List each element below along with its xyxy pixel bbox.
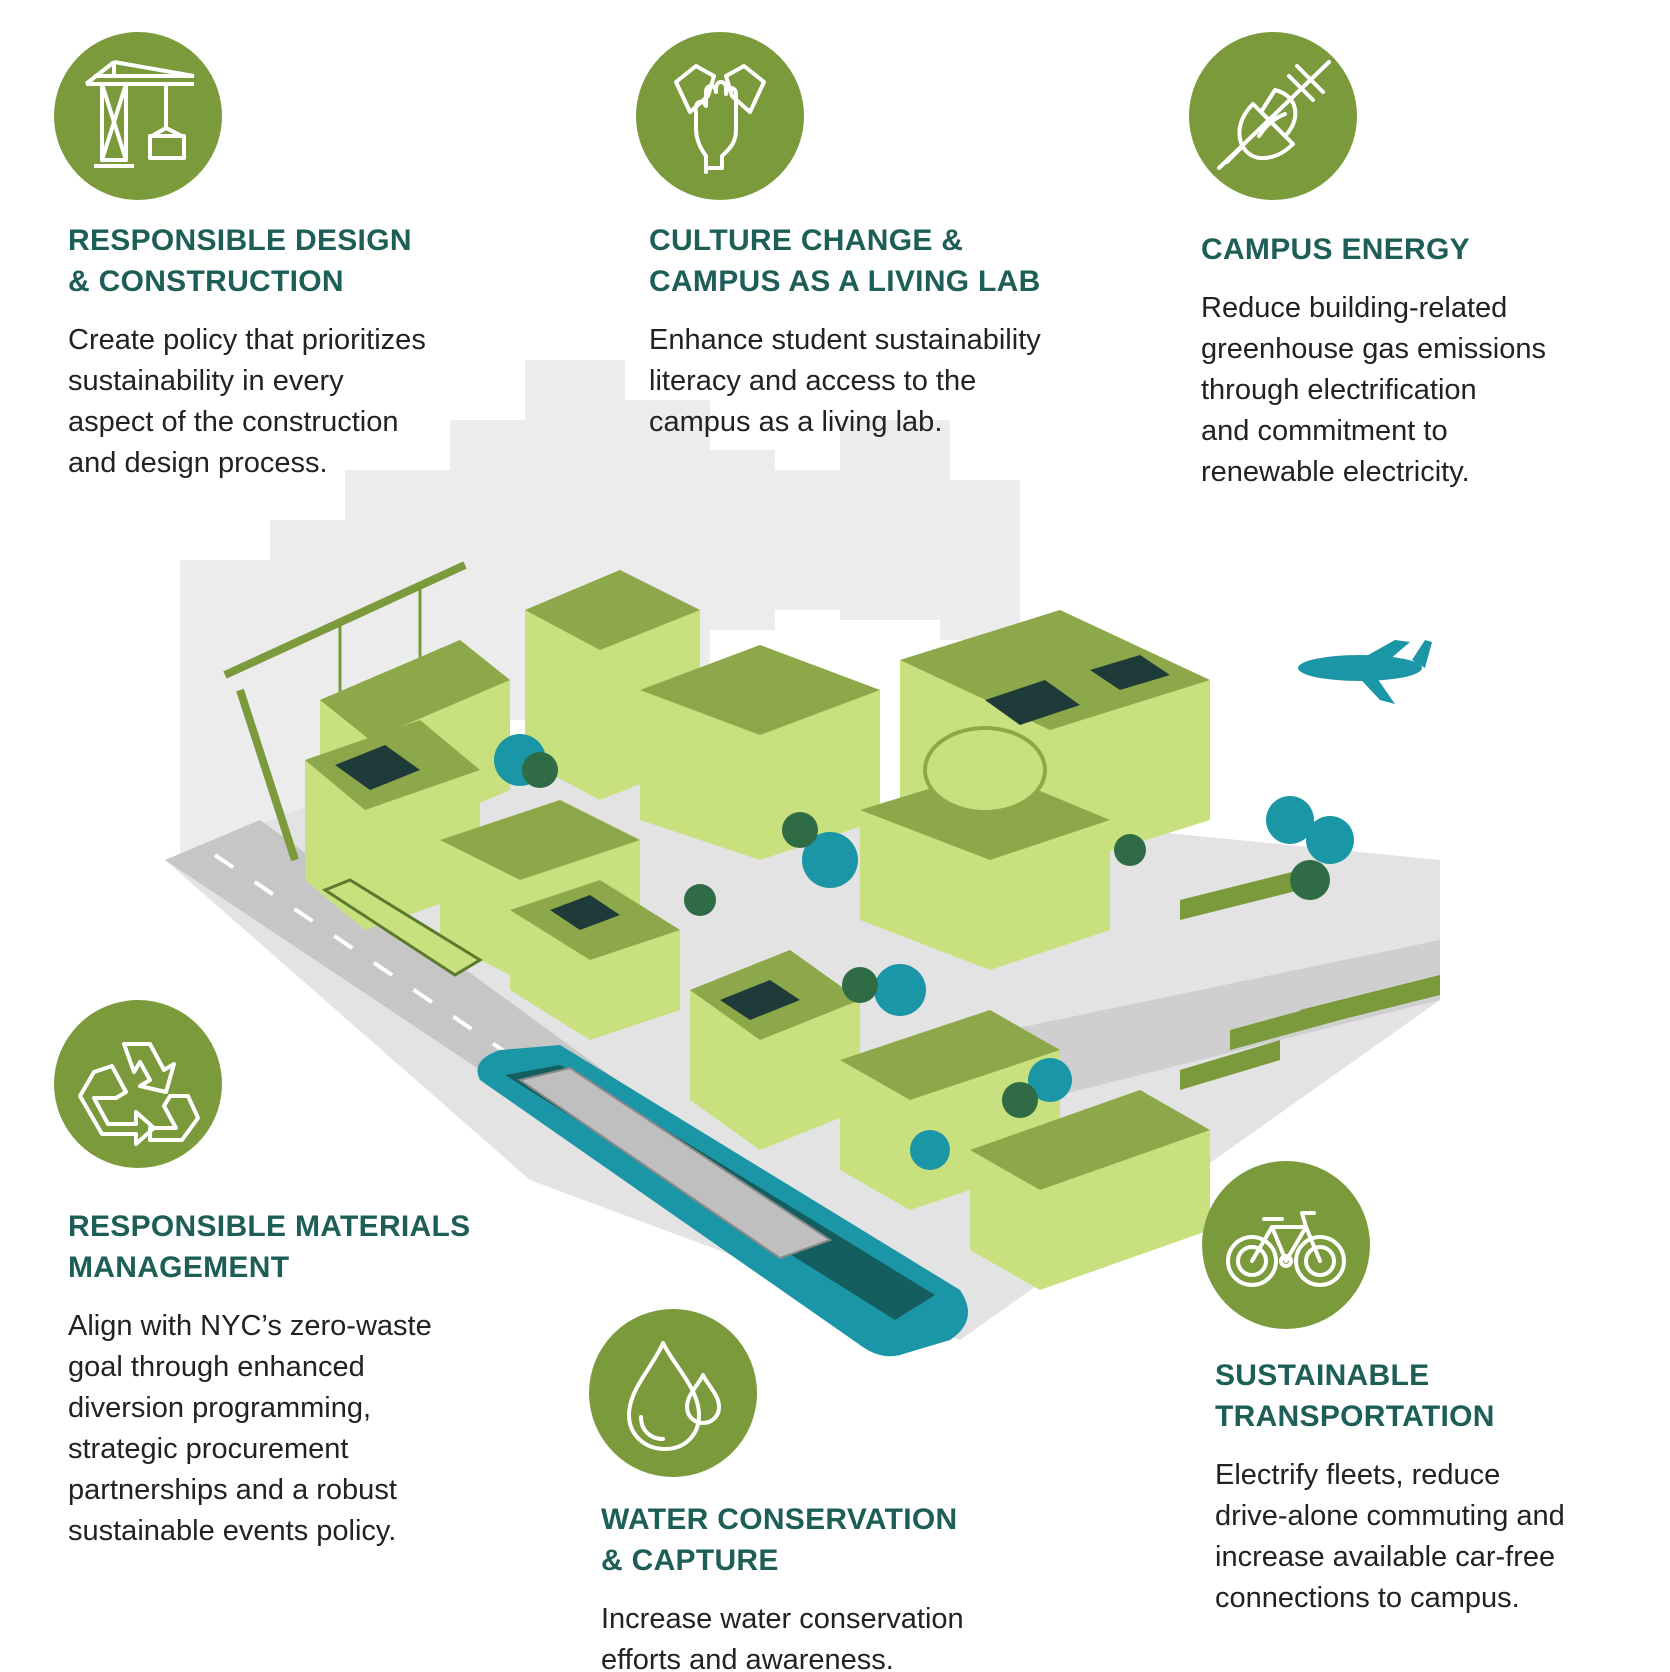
section-water: WATER CONSERVATION & CAPTURE Increase wa… bbox=[601, 1499, 1051, 1672]
subway-train bbox=[517, 1066, 833, 1260]
water-drops-icon bbox=[589, 1309, 757, 1477]
section-energy: CAMPUS ENERGY Reduce building-related gr… bbox=[1201, 229, 1641, 493]
section-title: CULTURE CHANGE & CAMPUS AS A LIVING LAB bbox=[649, 224, 1041, 298]
electric-bus bbox=[321, 878, 483, 977]
bicycle-icon bbox=[1202, 1161, 1370, 1329]
section-body: Align with NYC’s zero-waste goal through… bbox=[68, 1310, 432, 1547]
section-transport: SUSTAINABLE TRANSPORTATION Electrify fle… bbox=[1215, 1355, 1660, 1619]
section-title: RESPONSIBLE DESIGN & CONSTRUCTION bbox=[68, 224, 412, 298]
section-title: RESPONSIBLE MATERIALS MANAGEMENT bbox=[68, 1210, 471, 1284]
trees bbox=[494, 734, 1354, 1170]
section-title: SUSTAINABLE TRANSPORTATION bbox=[1215, 1359, 1495, 1433]
canal-with-train bbox=[477, 1045, 968, 1357]
section-materials: RESPONSIBLE MATERIALS MANAGEMENT Align w… bbox=[68, 1206, 538, 1552]
recycle-icon bbox=[54, 1000, 222, 1168]
hands-together-icon bbox=[636, 32, 804, 200]
section-body: Electrify fleets, reduce drive-alone com… bbox=[1215, 1459, 1565, 1614]
leaf-plug-icon bbox=[1189, 32, 1357, 200]
section-culture: CULTURE CHANGE & CAMPUS AS A LIVING LAB … bbox=[649, 220, 1129, 443]
section-body: Create policy that prioritizes sustainab… bbox=[68, 324, 426, 479]
section-body: Increase water conservation efforts and … bbox=[601, 1603, 964, 1672]
grass-strips bbox=[1180, 870, 1440, 1090]
section-body: Reduce building-related greenhouse gas e… bbox=[1201, 292, 1546, 488]
campus-buildings bbox=[305, 570, 1210, 1290]
section-title: CAMPUS ENERGY bbox=[1201, 233, 1470, 266]
section-title: WATER CONSERVATION & CAPTURE bbox=[601, 1503, 958, 1577]
crane-icon bbox=[54, 32, 222, 200]
section-design: RESPONSIBLE DESIGN & CONSTRUCTION Create… bbox=[68, 220, 528, 484]
section-body: Enhance student sustainability literacy … bbox=[649, 324, 1041, 438]
airplane-icon bbox=[1298, 640, 1432, 704]
